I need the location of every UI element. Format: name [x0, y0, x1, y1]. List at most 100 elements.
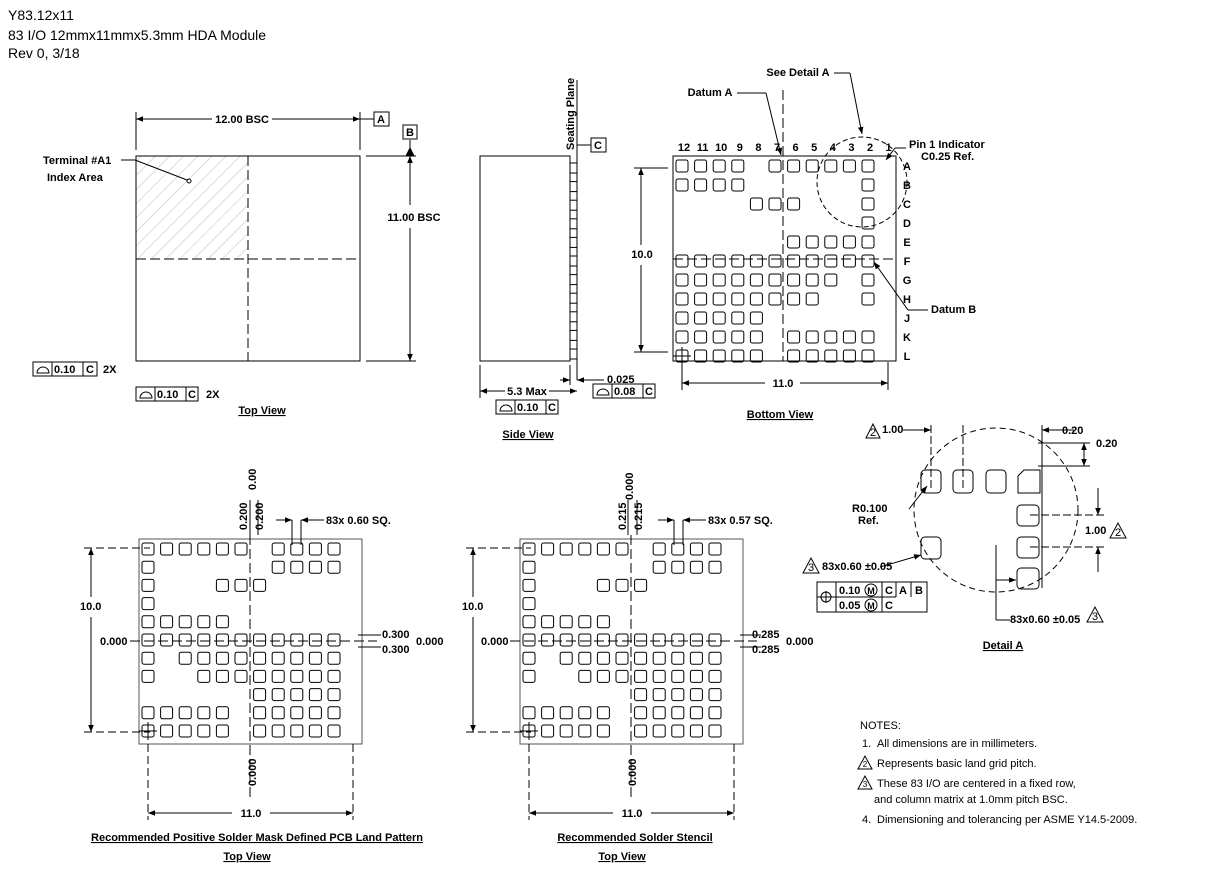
pad — [787, 254, 801, 268]
stencil-top-offset-1: 0.215 — [617, 502, 629, 530]
land-pattern-labels: 0.00 0.200 0.200 83x 0.60 SQ. 0.000 0.30… — [80, 469, 444, 863]
pad — [596, 651, 610, 665]
pad — [541, 724, 555, 738]
revision: Rev 0, 3/18 — [8, 45, 80, 61]
note-2-text: Represents basic land grid pitch. — [877, 758, 1037, 770]
pad — [578, 724, 592, 738]
pad — [234, 542, 248, 556]
tol1-datum-3: B — [915, 585, 923, 597]
detail-pad — [920, 536, 942, 560]
note-tag-2: 2 — [870, 427, 876, 439]
pad — [634, 706, 648, 720]
land-zero-right: 0.000 — [416, 636, 444, 648]
pad — [271, 706, 285, 720]
row-label: C — [903, 199, 911, 211]
pad — [578, 633, 592, 647]
side-max-height: 5.3 Max — [507, 386, 548, 398]
pad — [634, 669, 648, 683]
side-view — [479, 80, 656, 415]
pad — [824, 235, 838, 249]
pad — [578, 615, 592, 629]
note-4-text: Dimensioning and tolerancing per ASME Y1… — [877, 814, 1137, 826]
pad — [708, 724, 722, 738]
pad — [675, 311, 689, 325]
detail-gap-right: 0.20 — [1096, 438, 1117, 450]
pad — [712, 349, 726, 363]
pad — [689, 560, 703, 574]
side-flatness-2-value: 0.08 — [614, 386, 635, 398]
side-contact — [569, 311, 578, 323]
side-flatness-1-value: 0.10 — [517, 402, 538, 414]
pad — [578, 542, 592, 556]
detail-pitch-right: 1.00 — [1085, 525, 1106, 537]
side-contact — [569, 199, 578, 211]
pad — [712, 159, 726, 173]
pad — [805, 159, 819, 173]
pad — [178, 706, 192, 720]
stencil-subcaption: Top View — [598, 851, 646, 863]
pad — [141, 560, 155, 574]
top-flatness-2-datum: C — [188, 389, 196, 401]
column-label: 11 — [697, 142, 709, 154]
pad — [652, 560, 666, 574]
pad — [308, 669, 322, 683]
pad — [749, 311, 763, 325]
pad — [253, 706, 267, 720]
pad — [215, 615, 229, 629]
pad — [749, 273, 763, 287]
pad — [731, 273, 745, 287]
side-standoff: 0.025 — [607, 374, 635, 386]
pad — [160, 706, 174, 720]
pad — [197, 724, 211, 738]
pad — [694, 292, 708, 306]
pad — [861, 235, 875, 249]
detail-a-labels: 2 1.00 0.20 0.20 1.00 2 R0.100 Ref. 3 83… — [808, 424, 1121, 652]
side-contact — [569, 255, 578, 267]
pad — [290, 542, 304, 556]
pad — [327, 688, 341, 702]
bottom-height-dim: 10.0 — [631, 249, 652, 261]
land-zero-left: 0.000 — [100, 636, 128, 648]
pad — [749, 292, 763, 306]
pad — [308, 633, 322, 647]
pad — [615, 542, 629, 556]
pad — [160, 542, 174, 556]
column-label: 10 — [715, 142, 727, 154]
stencil-height-dim: 10.0 — [462, 601, 483, 613]
pad — [308, 560, 322, 574]
pad — [141, 597, 155, 611]
pad — [787, 349, 801, 363]
pad — [578, 669, 592, 683]
top-flatness-1-count: 2X — [103, 364, 117, 376]
pad — [271, 724, 285, 738]
row-label: H — [903, 294, 911, 306]
note-4-num: 4. — [862, 814, 871, 826]
stencil-bottom-zero: 0.000 — [627, 758, 639, 786]
pad — [160, 724, 174, 738]
detail-pin1-pad — [1017, 469, 1041, 494]
pad-tag-3b: 3 — [1092, 611, 1098, 623]
column-label: 4 — [830, 142, 837, 154]
pad — [824, 254, 838, 268]
stencil-labels: 0.000 0.215 0.215 83x 0.57 SQ. 0.000 0.2… — [462, 472, 814, 863]
pad — [731, 349, 745, 363]
pad — [578, 651, 592, 665]
pad — [675, 159, 689, 173]
pad — [842, 254, 856, 268]
row-label: L — [904, 351, 911, 363]
note-3-triangle — [857, 774, 873, 790]
pad — [522, 651, 536, 665]
row-label: E — [903, 237, 910, 249]
tol2-modifier: M — [867, 601, 875, 611]
pad — [234, 633, 248, 647]
pad — [327, 560, 341, 574]
pad — [634, 651, 648, 665]
terminal-label: Terminal #A1 — [43, 155, 111, 167]
note-2-triangle — [857, 754, 873, 770]
pad — [215, 706, 229, 720]
side-view-pads — [569, 162, 578, 360]
pad — [178, 615, 192, 629]
row-label: B — [903, 180, 911, 192]
pad — [805, 235, 819, 249]
bottom-view — [634, 72, 928, 390]
